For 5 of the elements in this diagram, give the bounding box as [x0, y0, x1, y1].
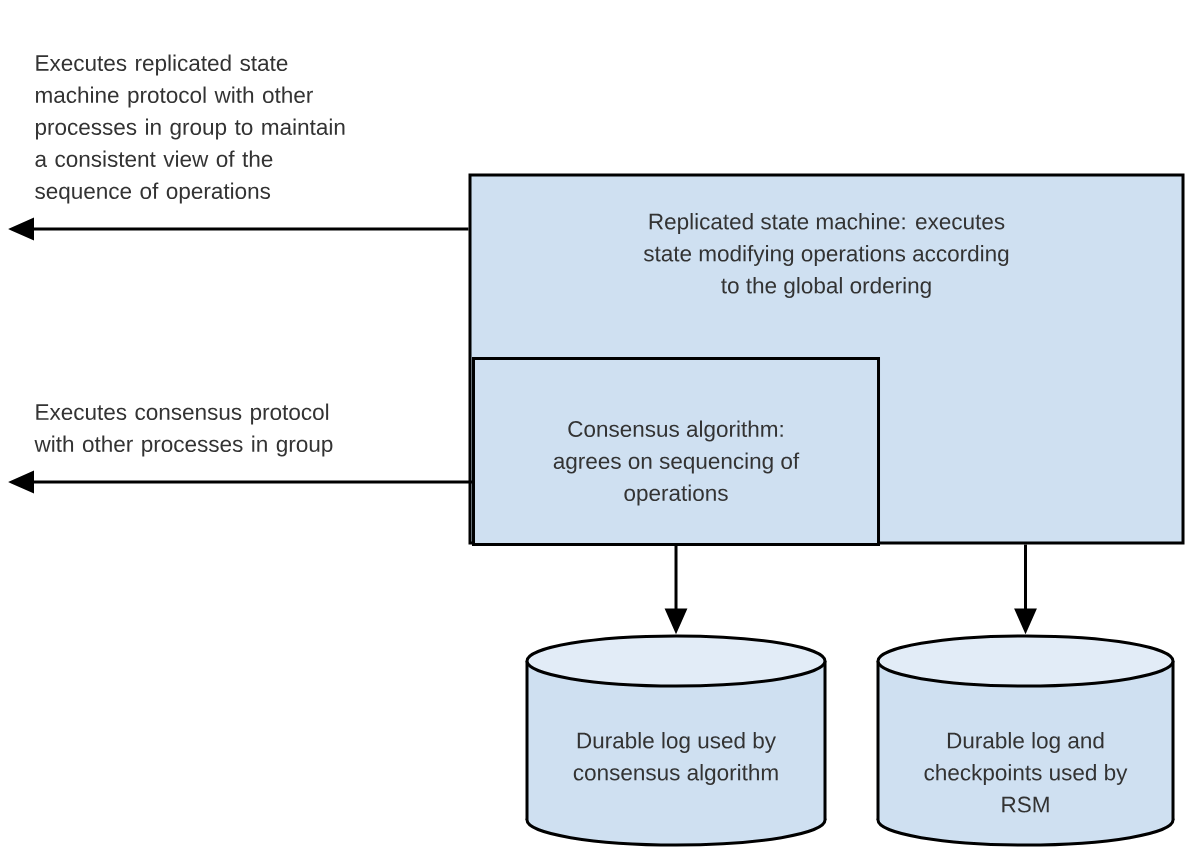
process-box: Consensus algorithm: agrees on sequencing of operations: [472, 357, 880, 546]
database-cylinder: Durable log used by consensus algorithm: [525, 634, 827, 847]
database-cylinder: Durable log and checkpoints used by RSM: [876, 634, 1175, 847]
edge-label: Executes replicated state machine protocol with other processes in group to maintain a consistent view of the sequence of operations: [35, 54, 345, 204]
edge-label: Executes consensus protocol with other processes in group: [34, 403, 333, 457]
